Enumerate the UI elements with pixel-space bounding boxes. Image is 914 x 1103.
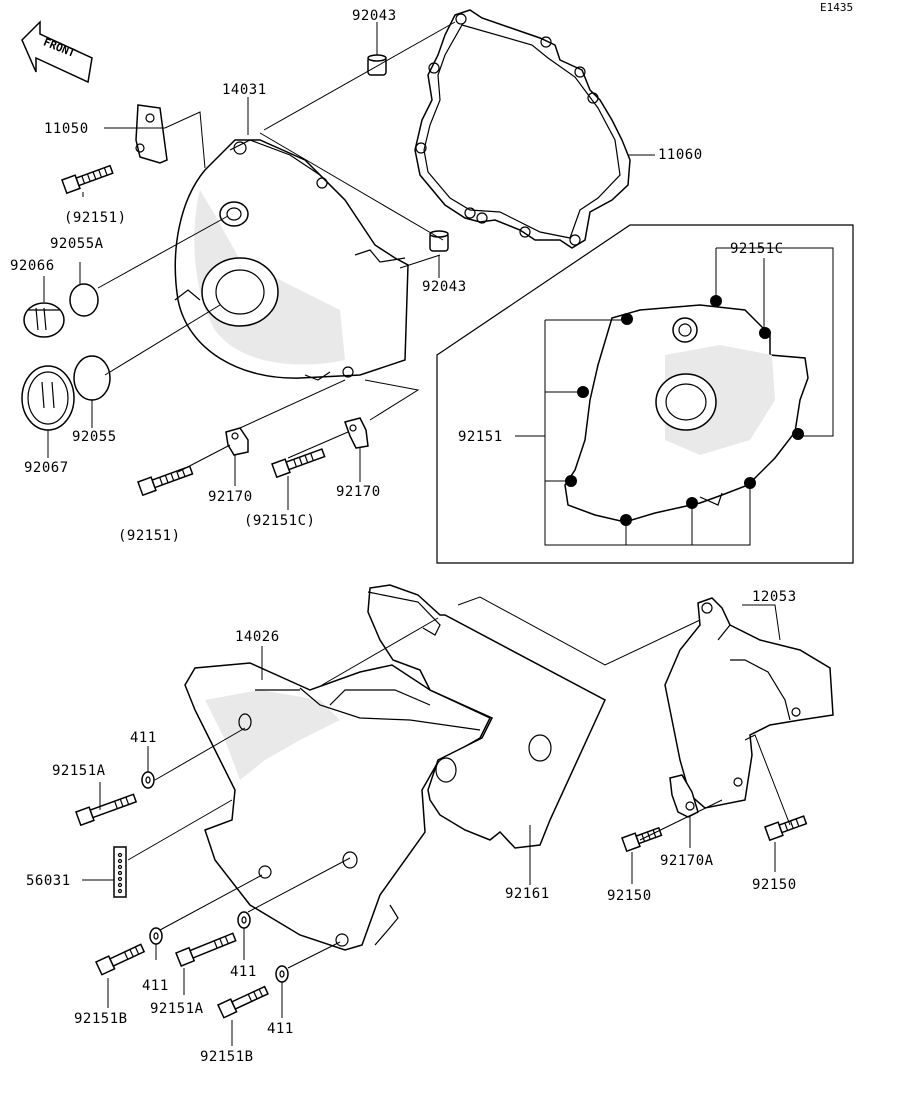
part-labels: 92043 14031 11050 11060 (92151) 92055A 9… [10,8,797,1065]
label-92151B-a: 92151B [74,1011,128,1027]
diagram-code: E1435 [820,1,853,14]
label-92161: 92161 [505,886,550,902]
label-11050: 11050 [44,121,89,137]
label-92151A-a: 92151A [52,763,106,779]
washer-411-d [275,965,289,983]
plug-92067 [21,365,75,431]
label-411-d: 411 [267,1021,294,1037]
dowel-92043-top [367,54,387,76]
bolt-92150-a [621,826,663,853]
label-92151C-paren: (92151C) [244,513,315,529]
washer-411-a [141,771,155,789]
label-92151C-top: 92151C [730,241,784,257]
plug-92066 [23,302,65,338]
bolt-92151-upper [61,164,114,195]
bolt-92151A-b [175,932,237,967]
bolt-92151B-a [95,943,146,976]
gasket-11060 [414,9,631,249]
label-92170-a: 92170 [208,489,253,505]
label-92170-b: 92170 [336,484,381,500]
clamp-92170-a [225,427,249,456]
label-411-b: 411 [142,978,169,994]
washer-411-c [237,911,251,929]
bolt-92151C-lower [271,448,326,479]
label-92151A-b: 92151A [150,1001,204,1017]
label-56031: 56031 [26,873,71,889]
label-411-a: 411 [130,730,157,746]
label-92150-b: 92150 [752,877,797,893]
label-92043-top: 92043 [352,8,397,24]
sprocket-cover-14026 [184,662,492,951]
cover-92161 [367,584,606,849]
label-92151B-b: 92151B [200,1049,254,1065]
label-92151-paren-a: (92151) [64,210,127,226]
oring-92055 [73,355,111,401]
label-92043-mid: 92043 [422,279,467,295]
label-411-c: 411 [230,964,257,980]
leader-lines-lower [82,596,791,1046]
front-arrow-icon: FRONT [21,20,93,84]
label-14031: 14031 [222,82,267,98]
bolt-92150-b [764,815,808,842]
label-12053: 12053 [752,589,797,605]
guard-12053 [664,597,834,809]
inset-leaders [515,247,834,546]
label-11060: 11060 [658,147,703,163]
label-92066: 92066 [10,258,55,274]
leader-lines-upper [43,21,655,510]
label-plate-56031 [113,846,127,898]
washer-411-b [149,927,163,945]
label-92151-paren-b: (92151) [118,528,181,544]
generator-cover-14031 [174,139,409,381]
oring-92055A [69,283,99,317]
clamp-92170-b [344,417,369,449]
gasket-holes [415,13,599,246]
inset-frame [436,224,854,564]
label-92055A: 92055A [50,236,104,252]
label-14026: 14026 [235,629,280,645]
label-92170A: 92170A [660,853,714,869]
bolt-92151-lower [137,465,194,497]
label-92150-a: 92150 [607,888,652,904]
label-92055: 92055 [72,429,117,445]
label-92151-inset: 92151 [458,429,503,445]
label-92067: 92067 [24,460,69,476]
bolt-92151B-b [217,985,269,1019]
bolt-92151A-a [75,793,138,827]
stator-cover-inset [564,295,809,526]
